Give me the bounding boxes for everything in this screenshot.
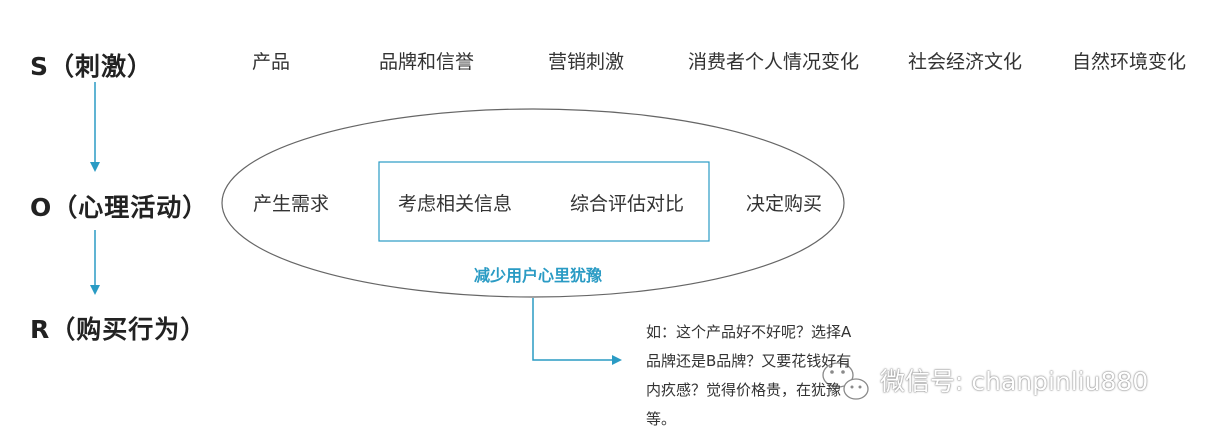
watermark-text: 微信号: chanpinliu880 bbox=[880, 367, 1149, 396]
stage-label-o: O（心理活动） bbox=[30, 193, 209, 222]
stimulus-consumer: 消费者个人情况变化 bbox=[688, 51, 860, 73]
stage-label-r: R（购买行为） bbox=[30, 315, 207, 344]
consideration-box bbox=[378, 161, 710, 242]
process-step-decide: 决定购买 bbox=[746, 193, 823, 215]
process-step-evaluate: 综合评估对比 bbox=[570, 193, 685, 215]
process-step-consider: 考虑相关信息 bbox=[398, 193, 513, 215]
stimulus-environment: 自然环境变化 bbox=[1072, 51, 1187, 73]
reduce-hesitation-label: 减少用户心里犹豫 bbox=[474, 266, 603, 285]
stimulus-marketing: 营销刺激 bbox=[548, 51, 625, 73]
arrow-to-example bbox=[532, 298, 622, 365]
example-text: 如：这个产品好不好呢？选择A品牌还是B品牌？又要花钱好有内疚感？觉得价格贵，在犹… bbox=[646, 323, 852, 428]
wechat-icon bbox=[822, 362, 869, 400]
process-ellipse bbox=[221, 108, 845, 298]
process-step-need: 产生需求 bbox=[253, 193, 330, 215]
stage-label-s: S（刺激） bbox=[30, 52, 154, 81]
stimulus-brand: 品牌和信誉 bbox=[379, 51, 475, 73]
stimulus-product: 产品 bbox=[252, 51, 291, 73]
stimulus-socioeconomic: 社会经济文化 bbox=[908, 51, 1023, 73]
